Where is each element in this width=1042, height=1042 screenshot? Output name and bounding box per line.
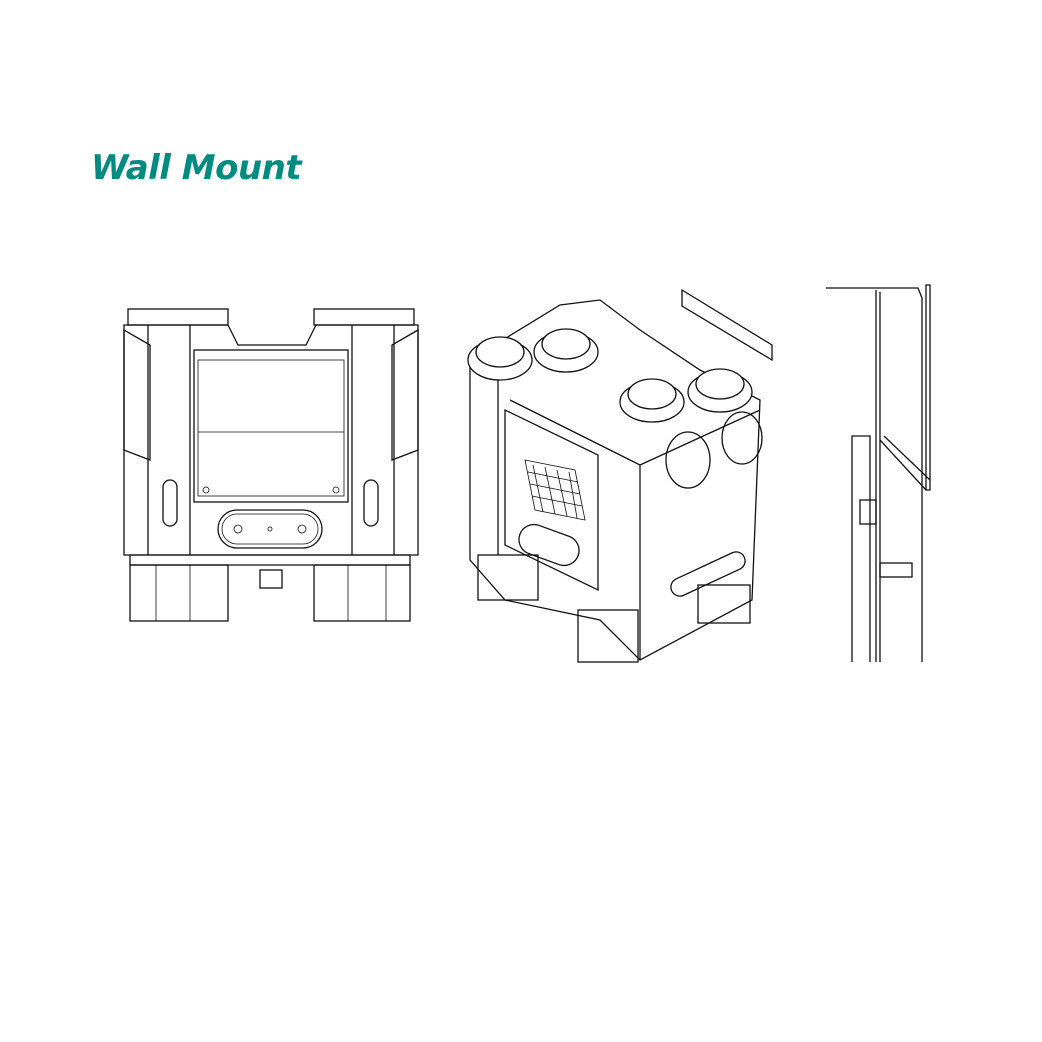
isometric-view-drawing xyxy=(467,288,773,663)
duct-connectors xyxy=(467,328,753,423)
side-view-drawing xyxy=(826,284,931,662)
front-view-drawing xyxy=(123,308,419,622)
page-title: Wall Mount xyxy=(91,148,302,188)
